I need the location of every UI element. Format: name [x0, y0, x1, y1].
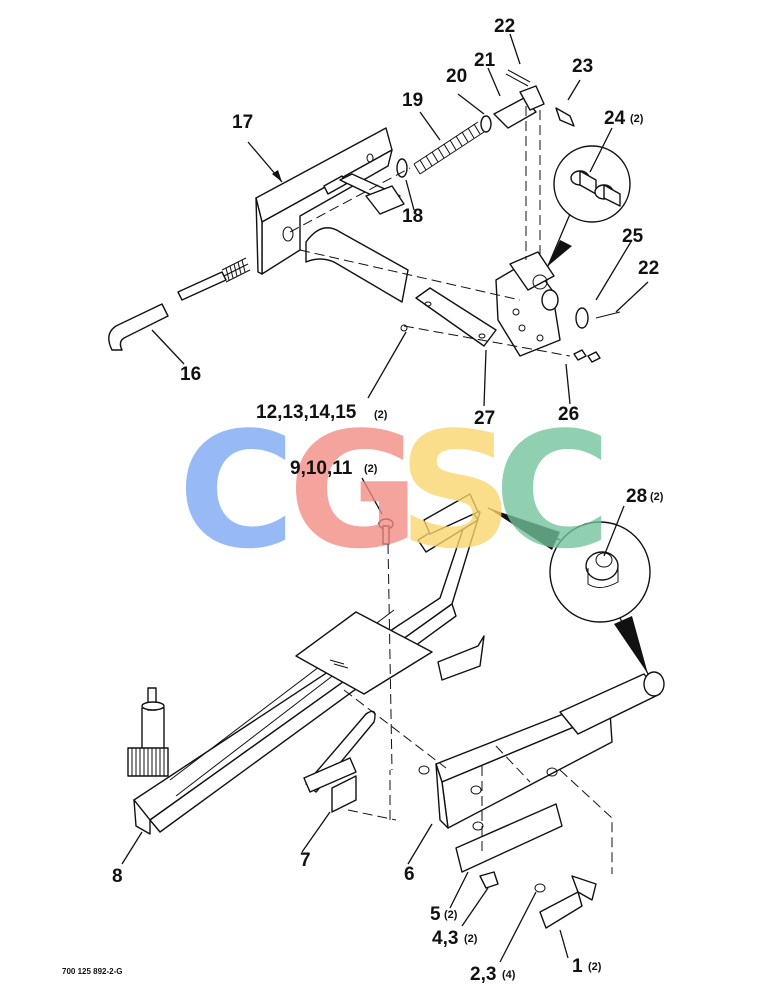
part-19-spring: [413, 121, 485, 175]
callout-4-3-num: 4,3: [432, 928, 458, 949]
callout-4-3-qty: (2): [464, 933, 478, 945]
callout-28: 28 (2): [626, 486, 664, 507]
watermark-letter-1: C: [178, 397, 295, 584]
beam-plate: [295, 611, 433, 695]
callout-7: 7: [300, 850, 311, 871]
callout-19: 19: [402, 90, 423, 111]
callout-22-right: 22: [638, 258, 659, 279]
part-28-detail-circle: [487, 507, 651, 675]
callout-4-3: 4,3 (2): [432, 928, 478, 949]
part-4-bolt: [479, 871, 499, 889]
callout-9-11: 9,10,11 (2): [290, 458, 378, 479]
callout-22-top: 22: [494, 16, 515, 37]
drawing-code: 700 125 892-2-G: [62, 967, 123, 976]
callout-28-qty: (2): [650, 491, 664, 503]
part-25-washer: [575, 307, 589, 329]
callout-1-qty: (2): [588, 961, 602, 973]
callout-5-num: 5: [430, 904, 441, 925]
rod-thread: [221, 257, 251, 283]
watermark-letter-2: G: [288, 397, 419, 584]
callout-6: 6: [404, 864, 415, 885]
callout-labels: 22 21 23 20 19 17 24 (2) 18 25 22 16 12,…: [62, 16, 664, 985]
part-27-plate: [415, 287, 497, 347]
callout-27: 27: [474, 408, 495, 429]
part-17-bracket: [255, 127, 405, 275]
part-8-gear-shaft: [127, 687, 169, 777]
part-5-strap: [455, 803, 563, 873]
callout-24-qty: (2): [630, 113, 644, 125]
callout-2-3-num: 2,3: [470, 964, 496, 985]
callout-21: 21: [474, 50, 496, 71]
callout-20: 20: [446, 66, 467, 87]
callout-5-qty: (2): [444, 909, 458, 921]
callout-24: 24 (2): [604, 108, 644, 129]
lower-assembly: [127, 493, 665, 929]
callout-1-num: 1: [572, 956, 583, 977]
part-22-cotter-pin: [595, 311, 621, 319]
watermark-letter-3: S: [398, 397, 513, 584]
part-26-arm: [495, 251, 561, 357]
watermark: C G S C: [178, 397, 611, 584]
part-12-15-hardware: [400, 324, 601, 363]
leader-lines: [121, 33, 649, 963]
callout-12-15-num: 12,13,14,15: [256, 402, 357, 423]
callout-23: 23: [572, 56, 593, 77]
callout-8: 8: [112, 866, 123, 887]
part-1-angle: [539, 875, 597, 929]
callout-18: 18: [402, 206, 423, 227]
callout-24-num: 24: [604, 108, 626, 129]
part-18-washer: [396, 158, 408, 178]
part-16-hook-rod: [108, 257, 251, 351]
callout-16: 16: [180, 364, 201, 385]
callout-5: 5 (2): [430, 904, 458, 925]
part-7-lever: [303, 710, 376, 813]
watermark-letter-4: C: [494, 397, 611, 584]
right-bracket: [437, 635, 485, 681]
frame-hardware: [418, 765, 558, 893]
callout-12-15: 12,13,14,15 (2): [256, 402, 388, 423]
callout-9-11-num: 9,10,11: [290, 458, 353, 479]
callout-9-11-qty: (2): [364, 463, 378, 475]
part-20-21-23-clevis-set: [480, 69, 575, 133]
callout-12-15-qty: (2): [374, 409, 388, 421]
callout-2-3-qty: (4): [502, 969, 516, 981]
upper-assembly: [108, 69, 631, 363]
callout-26: 26: [558, 404, 579, 425]
callout-25: 25: [622, 226, 644, 247]
callout-28-num: 28: [626, 486, 647, 507]
part-9-11-bolt: [378, 518, 394, 545]
part-6-frame: [435, 671, 665, 829]
callout-2-3: 2,3 (4): [470, 964, 516, 985]
callout-17: 17: [232, 112, 253, 133]
callout-1: 1 (2): [572, 956, 602, 977]
part-24-detail-circle: [547, 145, 631, 267]
curved-guard: [305, 227, 409, 303]
